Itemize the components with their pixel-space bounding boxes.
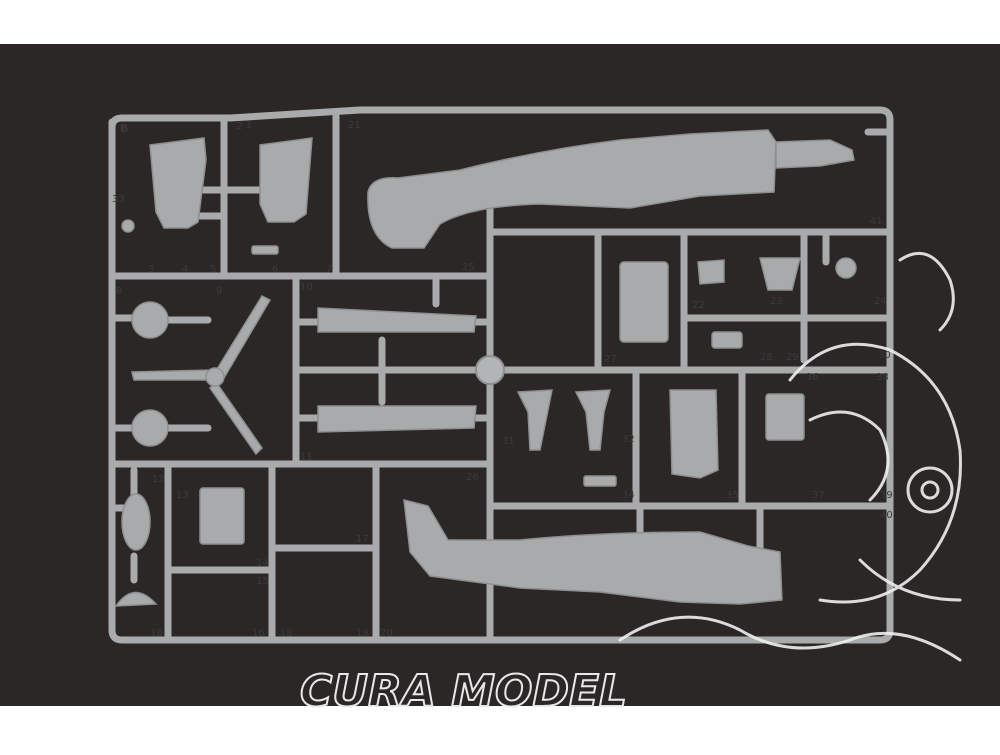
tail-part-a <box>516 389 553 451</box>
part-label-15: 15 <box>256 576 269 587</box>
part-label-19: 19 <box>356 628 369 639</box>
part-label-21: 21 <box>348 120 361 131</box>
part-label-40: 40 <box>880 510 893 521</box>
wheel-lower <box>131 409 169 447</box>
part-label-33: 33 <box>112 194 125 205</box>
part-label-38: 38 <box>876 372 889 383</box>
wheel-upper <box>131 301 169 339</box>
part-label-18b: 18 <box>280 628 293 639</box>
part-label-29: 29 <box>786 352 799 363</box>
small-part-33 <box>121 219 135 233</box>
cockpit-floor <box>619 261 669 343</box>
part-label-6: 6 <box>272 264 278 275</box>
part-label-5: 5 <box>210 264 216 275</box>
watermark-text: CURA MODEL <box>300 666 627 717</box>
top-border <box>0 0 1000 44</box>
watermark-logo <box>618 251 962 662</box>
part-label-11: 11 <box>300 452 313 463</box>
cowl-tip <box>775 139 855 169</box>
part-label-35: 35 <box>726 490 739 501</box>
tail-part-b <box>574 389 611 451</box>
small-part-6 <box>251 245 279 255</box>
instrument-panel <box>669 389 719 479</box>
part-label-28: 28 <box>760 352 773 363</box>
stabilizer-part-right <box>259 137 313 223</box>
part-label-41: 41 <box>870 216 883 227</box>
bracket-part <box>759 257 801 291</box>
cowl-part <box>121 493 151 551</box>
part-label-39: 39 <box>880 490 893 501</box>
part-label-2: 2 <box>236 121 242 132</box>
part-label-14: 14 <box>256 558 269 569</box>
stabilizer-part-left <box>149 137 207 229</box>
part-label-4: 4 <box>182 264 188 275</box>
part-label-37: 37 <box>812 490 825 501</box>
part-label-13: 13 <box>176 490 189 501</box>
part-label-30: 30 <box>878 350 891 361</box>
part-label-3: 3 <box>148 264 154 275</box>
sprue-letter: B <box>120 122 128 135</box>
parts <box>114 129 857 607</box>
fuselage-half-lower <box>403 499 783 605</box>
part-label-31: 31 <box>502 436 515 447</box>
part-label-26: 26 <box>466 472 479 483</box>
seat-part <box>697 259 725 285</box>
part-label-34: 34 <box>622 490 635 501</box>
small-part-34 <box>583 475 617 487</box>
part-label-18-left: 18 <box>150 628 163 639</box>
part-label-16: 16 <box>252 628 265 639</box>
propeller <box>131 295 272 456</box>
part-label-8: 8 <box>116 286 122 297</box>
sprue-frame <box>108 106 894 644</box>
part-label-25: 25 <box>462 262 475 273</box>
fuselage-half-upper <box>367 129 777 249</box>
wing-strut-lower <box>317 405 477 433</box>
frame-part <box>765 393 805 441</box>
part-label-9: 9 <box>216 286 222 297</box>
part-label-27: 27 <box>604 354 617 365</box>
part-label-12: 12 <box>152 474 165 485</box>
part-label-24: 24 <box>874 296 887 307</box>
small-part-28 <box>711 331 743 349</box>
part-number-labels: B 1 2 21 33 3 4 5 6 7 25 8 9 10 11 12 13… <box>112 120 893 639</box>
sprue-gate <box>475 355 505 385</box>
part-label-22: 22 <box>692 300 705 311</box>
part-label-7: 7 <box>326 264 332 275</box>
part-label-10: 10 <box>300 282 313 293</box>
part-label-23: 23 <box>770 296 783 307</box>
part-label-1: 1 <box>246 120 252 131</box>
bottom-border <box>0 706 1000 750</box>
wing-strut-upper <box>317 307 477 333</box>
part-label-20: 20 <box>380 628 393 639</box>
grille-part <box>114 591 158 607</box>
part-label-17: 17 <box>356 534 369 545</box>
part-label-32: 32 <box>622 434 635 445</box>
spinner-part <box>835 257 857 279</box>
part-label-36: 36 <box>806 372 819 383</box>
seat-back <box>199 487 245 545</box>
